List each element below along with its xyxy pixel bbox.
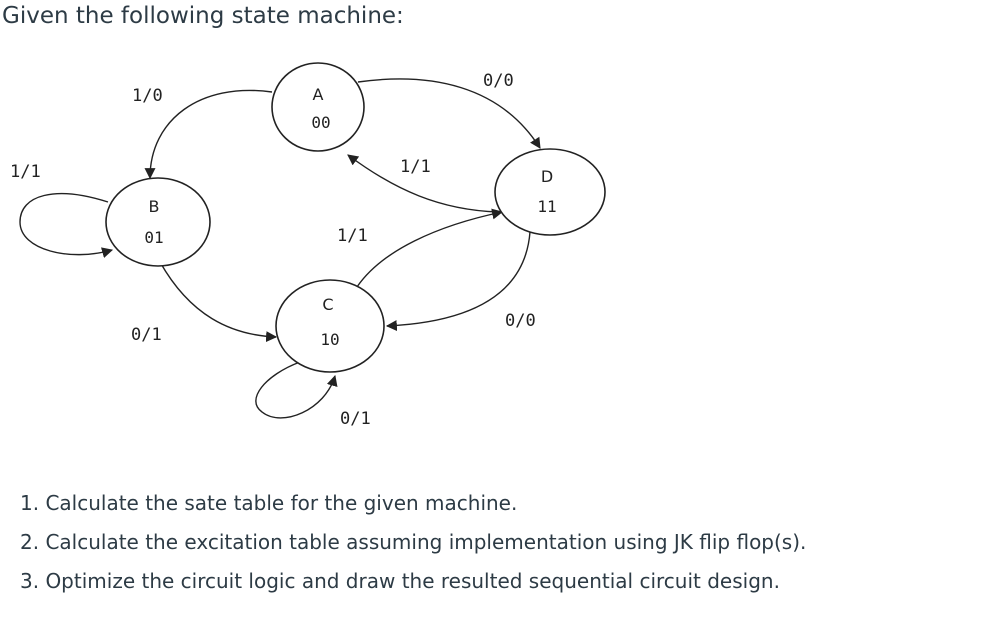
question-1: 1. Calculate the sate table for the give… — [20, 491, 518, 515]
edge-d-c — [385, 231, 531, 332]
question-list: 1. Calculate the sate table for the give… — [20, 488, 806, 605]
edge-d-a — [347, 154, 499, 213]
state-c-code: 10 — [320, 330, 339, 349]
state-d-letter: D — [541, 167, 553, 186]
label-a-b: 1/0 — [132, 86, 163, 106]
edge-a-b — [144, 89, 273, 180]
edge-b-c — [159, 261, 278, 343]
problem-heading: Given the following state machine: — [2, 3, 404, 29]
label-d-a: 1/1 — [400, 157, 431, 177]
label-b-self: 1/1 — [10, 162, 41, 182]
state-b-code: 01 — [144, 228, 163, 247]
edge-c-self — [255, 361, 338, 419]
label-a-d: 0/0 — [483, 71, 514, 91]
label-b-c: 0/1 — [131, 325, 162, 345]
state-d: D 11 — [494, 148, 606, 236]
edge-b-self — [19, 192, 114, 259]
edge-a-d — [357, 78, 541, 149]
state-diagram: A 00 B 01 C 10 D 11 1/0 0/0 1/1 1/1 1/1 … — [10, 62, 606, 429]
edge-c-d — [354, 208, 504, 291]
state-b: B 01 — [105, 177, 211, 267]
state-a-code: 00 — [311, 113, 330, 132]
label-d-c: 0/0 — [505, 311, 536, 331]
question-2: 2. Calculate the excitation table assumi… — [20, 530, 807, 554]
state-a: A 00 — [271, 62, 365, 152]
question-3: 3. Optimize the circuit logic and draw t… — [20, 569, 780, 593]
state-c: C 10 — [275, 279, 385, 373]
state-a-letter: A — [313, 85, 324, 104]
label-c-self: 0/1 — [340, 409, 371, 429]
state-b-letter: B — [149, 197, 160, 216]
state-d-code: 11 — [537, 197, 556, 216]
label-c-d: 1/1 — [337, 226, 368, 246]
state-c-letter: C — [322, 295, 333, 314]
